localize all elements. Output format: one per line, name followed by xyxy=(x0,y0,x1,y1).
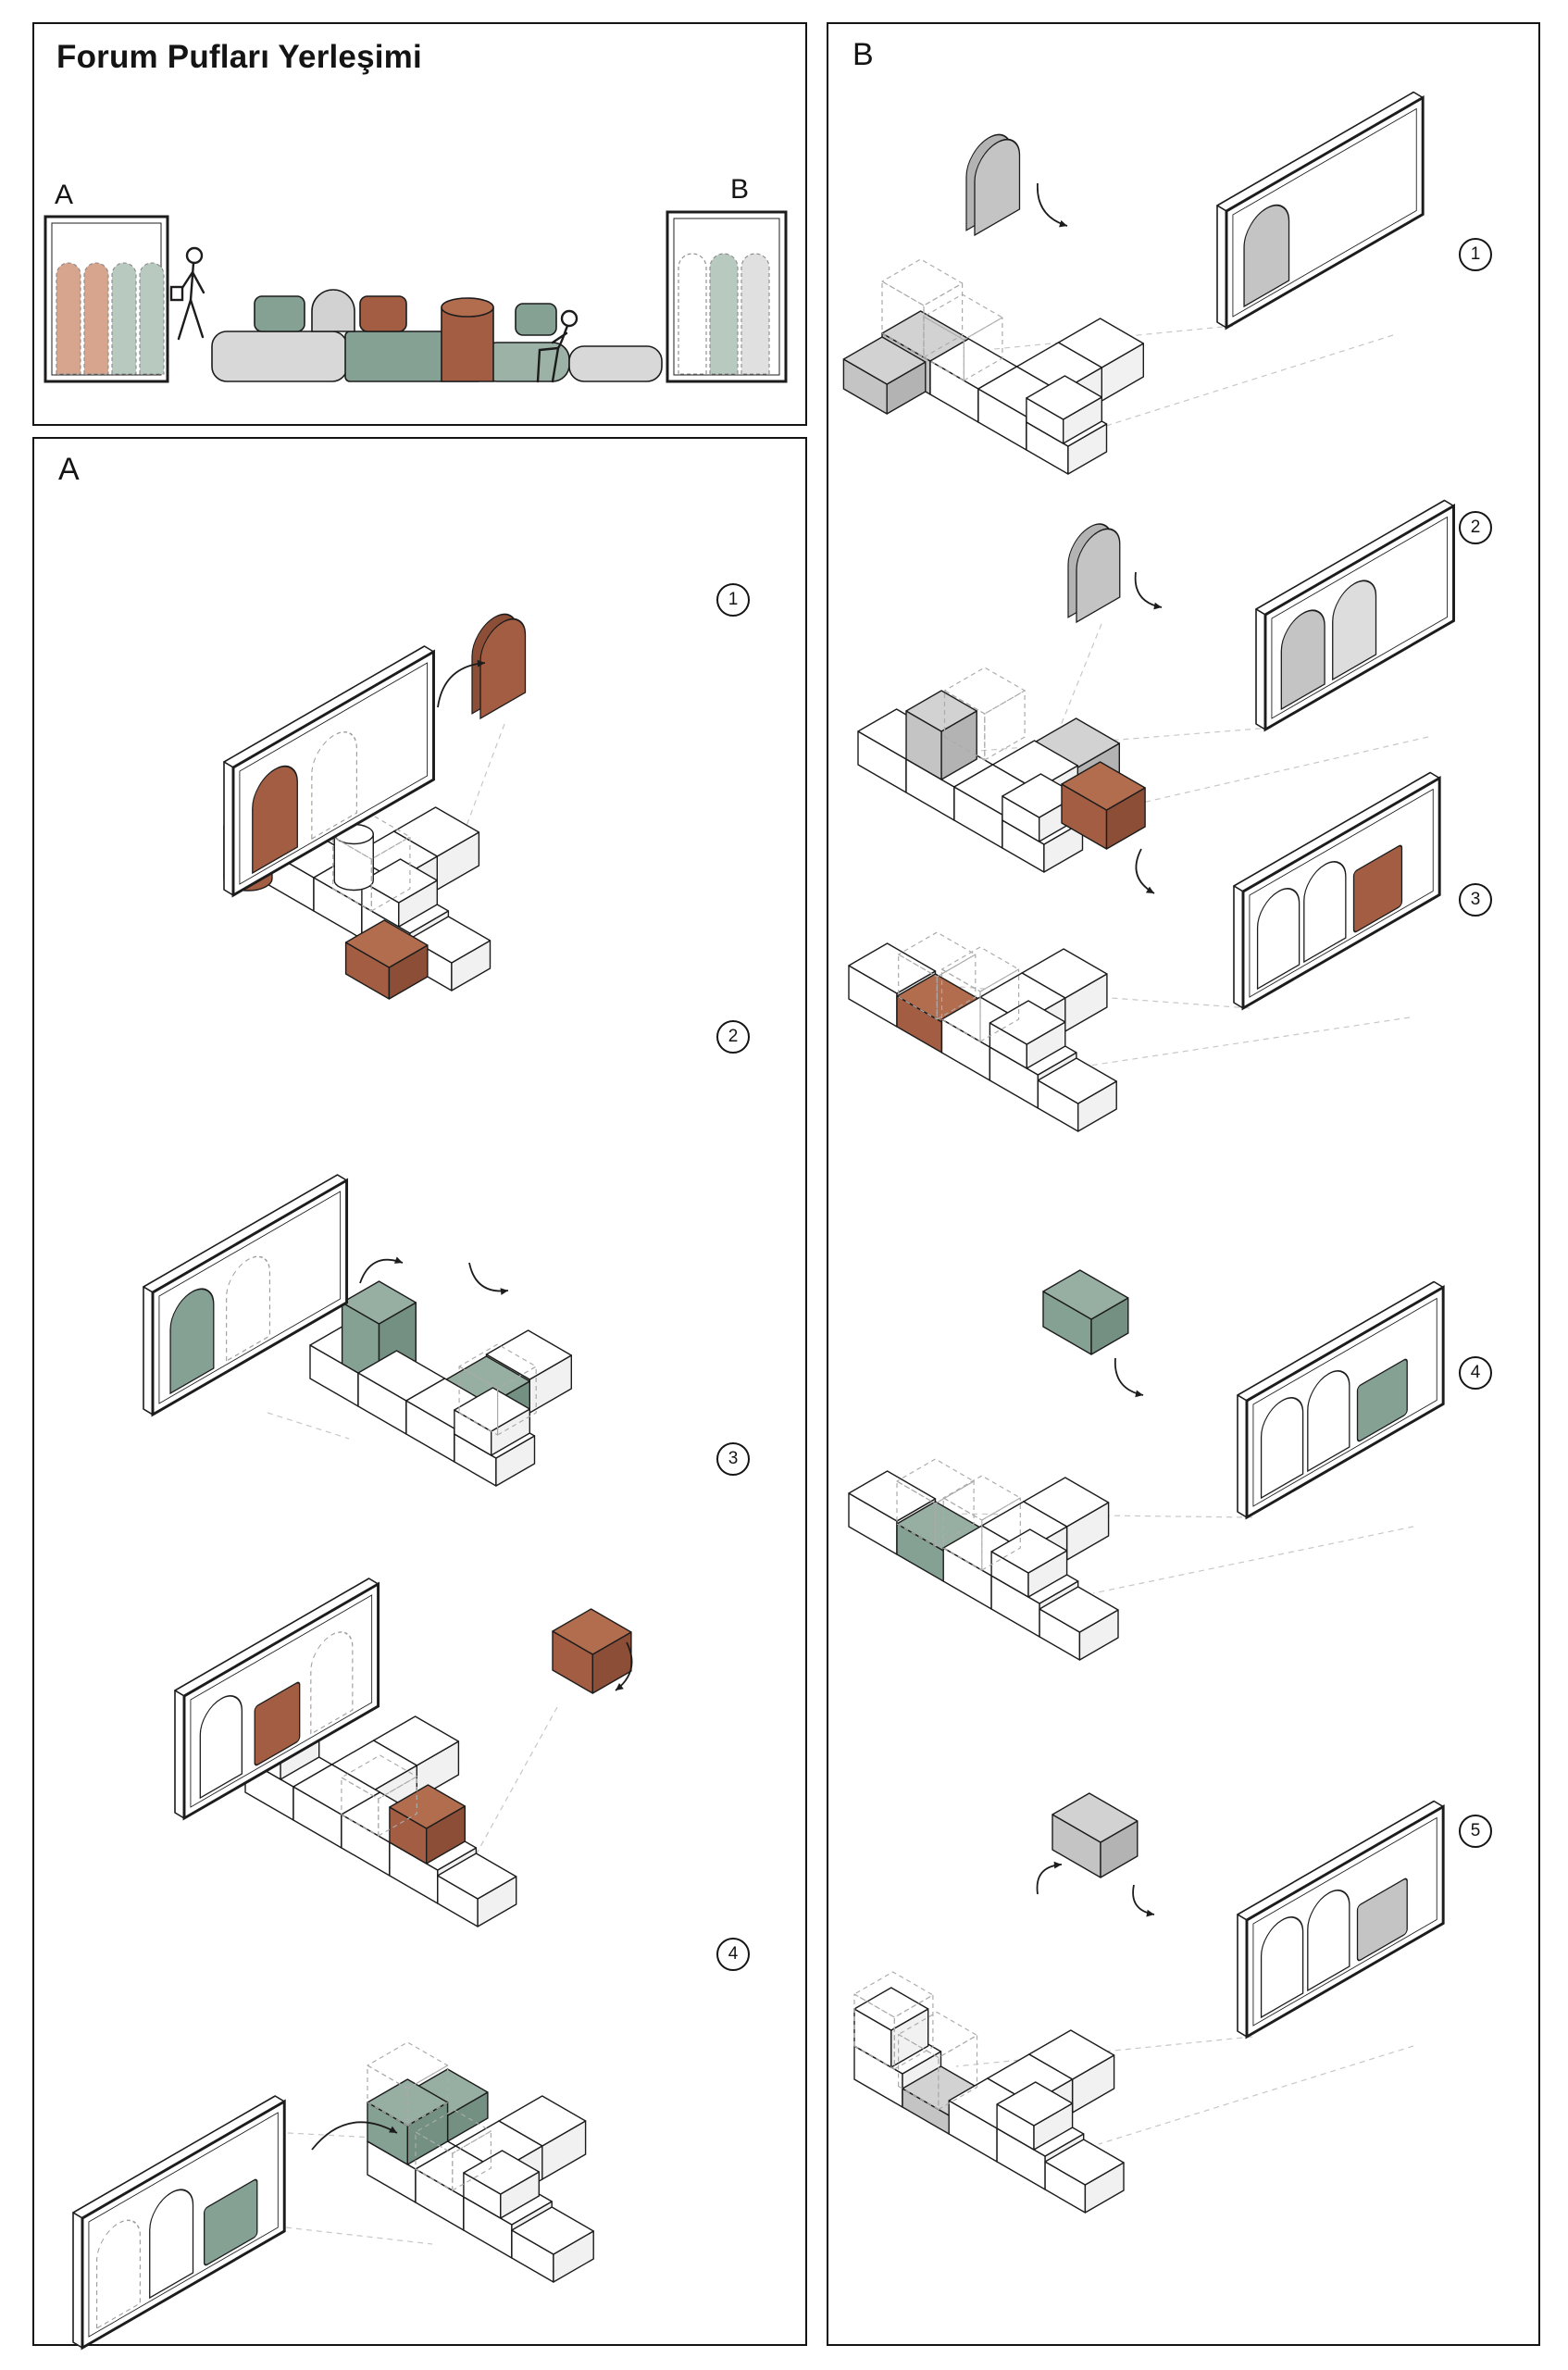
step-illustration xyxy=(842,91,1425,475)
panel-b: B 1 2 3 4 5 xyxy=(827,22,1540,2346)
cabinet-frame xyxy=(1237,1800,1445,2039)
step-number-badge: 4 xyxy=(1459,1356,1492,1390)
step-illustration xyxy=(72,2041,594,2351)
panel-a-step-1-illustration xyxy=(223,613,527,1000)
overview-panel: Forum Pufları Yerleşimi A B xyxy=(32,22,807,426)
step-number-badge: 4 xyxy=(716,1938,750,1971)
step-illustration xyxy=(223,613,527,1000)
pouf-row-elevation xyxy=(211,289,663,382)
cabinet-b-front xyxy=(666,210,788,383)
walking-person-figure xyxy=(169,246,205,341)
step-illustration xyxy=(848,1269,1445,1661)
step-number-badge: 3 xyxy=(716,1442,750,1476)
panel-a: A 1 2 3 4 xyxy=(32,437,807,2351)
step-number-badge: 2 xyxy=(716,1020,750,1054)
cabinet-frame xyxy=(72,2095,286,2351)
panel-b-step-5-illustration xyxy=(853,1792,1445,2214)
step-number-badge: 1 xyxy=(1459,238,1492,271)
cabinet-frame xyxy=(1255,499,1455,732)
step-illustration xyxy=(143,1174,572,1487)
panel-a-step-3-illustration xyxy=(174,1578,633,1927)
step-number-badge: 3 xyxy=(1459,883,1492,917)
step-illustration xyxy=(853,1792,1445,2214)
cabinet-frame xyxy=(223,645,435,898)
panel-b-step-3-illustration xyxy=(848,761,1441,1132)
step-number-badge: 1 xyxy=(716,583,750,617)
overview-cabinet-b-label: B xyxy=(730,174,750,205)
panel-b-label: B xyxy=(852,37,874,72)
panel-a-step-4-illustration xyxy=(72,2041,594,2351)
panel-a-step-2-illustration xyxy=(143,1174,572,1487)
sitting-person-figure xyxy=(536,309,579,383)
panel-b-step-4-illustration xyxy=(848,1269,1445,1661)
step-illustration xyxy=(174,1578,633,1927)
overview-scene xyxy=(44,210,788,383)
panel-b-step-1-illustration xyxy=(842,91,1425,475)
cabinet-a-front xyxy=(44,215,169,383)
cabinet-frame xyxy=(143,1174,349,1417)
page-title: Forum Pufları Yerleşimi xyxy=(56,39,422,75)
overview-cabinet-a-label: A xyxy=(55,180,74,210)
step-number-badge: 2 xyxy=(1459,511,1492,544)
cabinet-frame xyxy=(1237,1280,1445,1520)
panel-a-label: A xyxy=(58,452,80,487)
step-illustration xyxy=(848,761,1441,1132)
cabinet-frame xyxy=(1233,771,1441,1011)
step-number-badge: 5 xyxy=(1459,1815,1492,1848)
cabinet-frame xyxy=(174,1578,380,1821)
cabinet-frame xyxy=(1216,91,1425,331)
